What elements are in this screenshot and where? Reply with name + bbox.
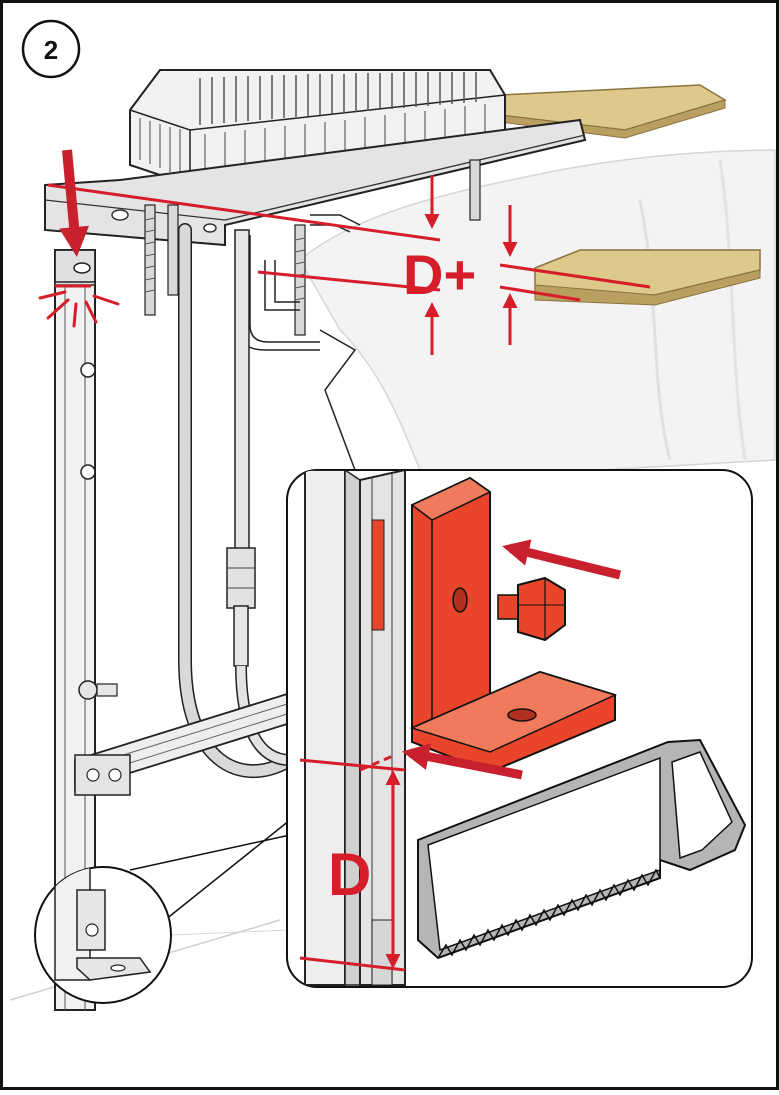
impact-burst <box>38 284 120 328</box>
rigid-pipe <box>226 229 291 766</box>
fabric-sheet <box>299 149 776 471</box>
inset-detail-panel: D <box>286 469 753 988</box>
dimension-d <box>299 753 406 972</box>
hacksaw-icon <box>417 738 747 960</box>
floor-line <box>169 929 291 936</box>
flexible-hose <box>178 223 297 779</box>
angle-bracket-icon <box>409 476 618 774</box>
cut-point-arrow <box>59 149 90 257</box>
dimension-d-plus <box>47 175 651 355</box>
insert-arrows <box>402 539 622 780</box>
step-number: 2 <box>44 35 58 65</box>
hex-bolt-icon <box>497 576 566 642</box>
dimension-label-d-plus: D+ <box>403 243 476 306</box>
fabric-fold <box>638 199 672 461</box>
support-wire <box>319 329 357 471</box>
fabric-fold <box>718 159 747 461</box>
dimension-label-d: D <box>328 841 371 908</box>
step-badge <box>21 19 81 79</box>
base-detail-callout <box>34 819 291 1004</box>
threaded-rods <box>144 159 481 336</box>
